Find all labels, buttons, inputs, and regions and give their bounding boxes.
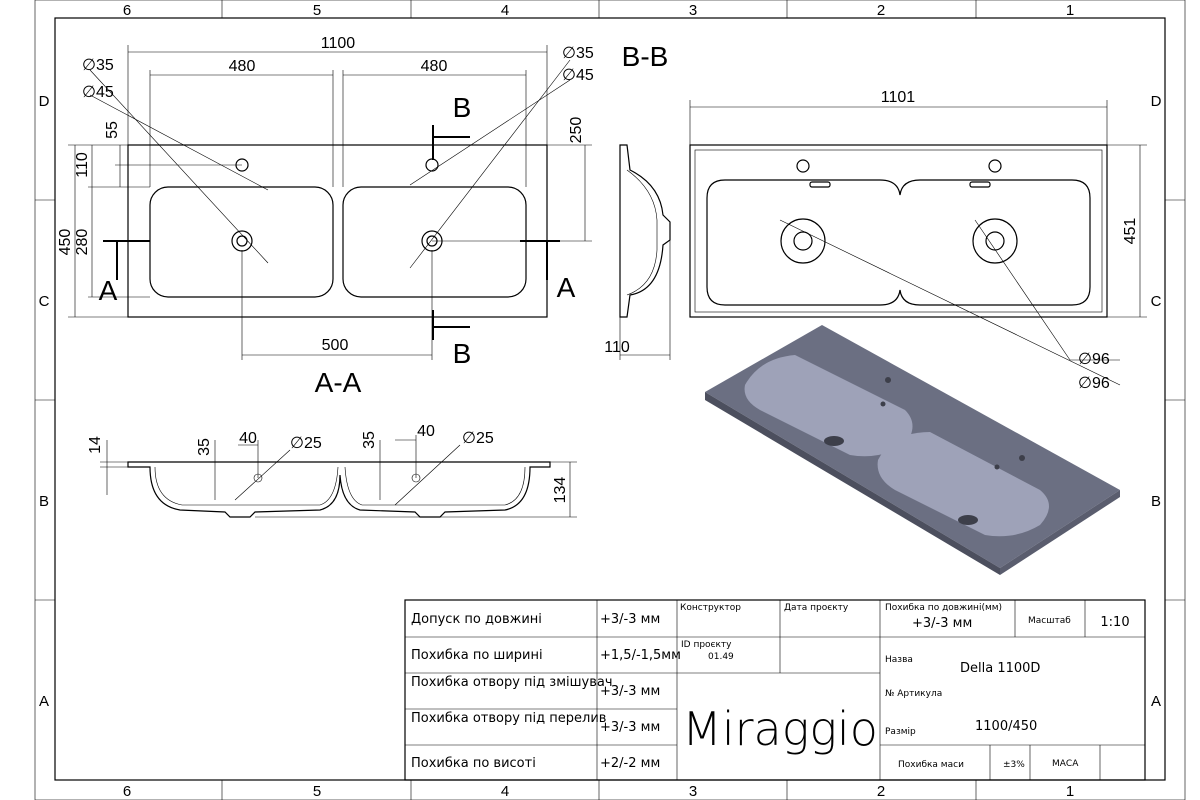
dim-d45: ∅45 bbox=[562, 67, 594, 84]
date-label: Дата проєкту bbox=[784, 603, 849, 613]
scale: 1:10 bbox=[1100, 615, 1129, 630]
dim-250: 250 bbox=[568, 117, 585, 144]
dim-d45: ∅45 bbox=[82, 84, 114, 101]
tolerance-label: Допуск по довжині bbox=[411, 612, 542, 627]
row-label: D bbox=[1151, 93, 1162, 110]
column-label: 4 bbox=[501, 783, 509, 800]
section-marker-a: A bbox=[557, 272, 576, 303]
tolerance-value: +3/-3 мм bbox=[600, 720, 660, 735]
dim-35: 35 bbox=[361, 431, 378, 449]
plan-view: 1100 480 480 ∅35 ∅45 ∅35 ∅45 55 110 280 … bbox=[57, 35, 594, 398]
section-bb-view: B-B 110 bbox=[604, 41, 671, 360]
dim-d25: ∅25 bbox=[290, 435, 322, 452]
dim-height: 451 bbox=[1122, 218, 1139, 245]
tolerance-label: Похибка по висоті bbox=[411, 756, 536, 771]
column-label: 6 bbox=[123, 783, 131, 800]
column-label: 2 bbox=[877, 2, 885, 19]
dim-134: 134 bbox=[552, 477, 569, 504]
product-name: Della 1100D bbox=[960, 661, 1040, 676]
dim-d35: ∅35 bbox=[562, 45, 594, 62]
dim-40: 40 bbox=[239, 430, 257, 447]
name-label: Назва bbox=[885, 655, 913, 665]
tolerance-value: +2/-2 мм bbox=[600, 756, 660, 771]
dim-d96: ∅96 bbox=[1078, 375, 1110, 392]
dim-500: 500 bbox=[322, 337, 349, 354]
dim-450: 450 bbox=[57, 229, 74, 256]
section-marker-a: A bbox=[99, 275, 118, 306]
brand-logo: Miraggio bbox=[682, 702, 878, 756]
tolerance-value: +1,5/-1,5мм bbox=[600, 648, 681, 663]
row-label: C bbox=[1151, 293, 1162, 310]
section-marker-b: B bbox=[453, 92, 472, 123]
mass-tolerance: ±3% bbox=[1003, 760, 1025, 770]
dim-d25: ∅25 bbox=[462, 430, 494, 447]
dim-40: 40 bbox=[417, 423, 435, 440]
size-label: Размір bbox=[885, 727, 916, 737]
dim-width: 1101 bbox=[881, 89, 916, 106]
dim-d96: ∅96 bbox=[1078, 351, 1110, 368]
column-label: 2 bbox=[877, 783, 885, 800]
dim-280: 280 bbox=[74, 229, 91, 256]
column-label: 1 bbox=[1066, 2, 1074, 19]
dim-110: 110 bbox=[74, 152, 91, 178]
tolerance-label-text: Похибка отвору під змішувач bbox=[411, 675, 613, 690]
mass-label: МАСА bbox=[1052, 759, 1079, 769]
tolerance-label: Похибка отвору під змішувач bbox=[411, 675, 613, 690]
row-label: B bbox=[39, 493, 49, 510]
column-label: 3 bbox=[689, 783, 697, 800]
project-id: 01.49 bbox=[708, 652, 734, 662]
row-label: A bbox=[39, 693, 49, 710]
dim-half-2: 480 bbox=[421, 58, 448, 75]
dim-14: 14 bbox=[87, 436, 104, 454]
row-label: B bbox=[1151, 493, 1161, 510]
column-label: 4 bbox=[501, 2, 509, 19]
designer-label: Конструктор bbox=[680, 603, 741, 613]
mass-tolerance-label: Похибка маси bbox=[898, 760, 964, 770]
top-view: 1101 451 ∅96 ∅96 bbox=[689, 89, 1147, 392]
row-label: C bbox=[39, 293, 50, 310]
section-marker-b: B bbox=[453, 338, 472, 369]
dim-half-1: 480 bbox=[229, 58, 256, 75]
title-block: Допуск по довжині +3/-3 мм Похибка по ши… bbox=[404, 599, 1146, 781]
dim-depth: 110 bbox=[604, 339, 630, 356]
row-label: D bbox=[39, 93, 50, 110]
scale-label: Масштаб bbox=[1028, 616, 1071, 626]
length-tolerance: +3/-3 мм bbox=[912, 616, 972, 631]
dim-d35: ∅35 bbox=[82, 57, 114, 74]
tolerance-label: Похибка по ширині bbox=[411, 648, 543, 663]
tolerance-value: +3/-3 мм bbox=[600, 612, 660, 627]
tolerance-label: Похибка отвору під перелив bbox=[411, 711, 606, 726]
dim-width: 1100 bbox=[321, 35, 356, 52]
column-label: 3 bbox=[689, 2, 697, 19]
article-label: № Артикула bbox=[885, 689, 942, 699]
row-label: A bbox=[1151, 693, 1161, 710]
section-title-aa: A-A bbox=[315, 367, 362, 398]
section-title-bb: B-B bbox=[622, 41, 669, 72]
column-label: 5 bbox=[313, 2, 321, 19]
column-label: 6 bbox=[123, 2, 131, 19]
project-id-label: ID проєкту bbox=[681, 640, 732, 650]
column-label: 5 bbox=[313, 783, 321, 800]
section-aa-view: 14 35 40 ∅25 35 40 ∅25 134 bbox=[87, 423, 577, 518]
dim-35: 35 bbox=[196, 438, 213, 456]
size: 1100/450 bbox=[975, 719, 1037, 734]
length-tolerance-label: Похибка по довжині(мм) bbox=[885, 603, 1002, 613]
tolerance-value: +3/-3 мм bbox=[600, 684, 660, 699]
column-label: 1 bbox=[1066, 783, 1074, 800]
dim-55: 55 bbox=[104, 121, 121, 139]
isometric-render bbox=[705, 325, 1120, 575]
